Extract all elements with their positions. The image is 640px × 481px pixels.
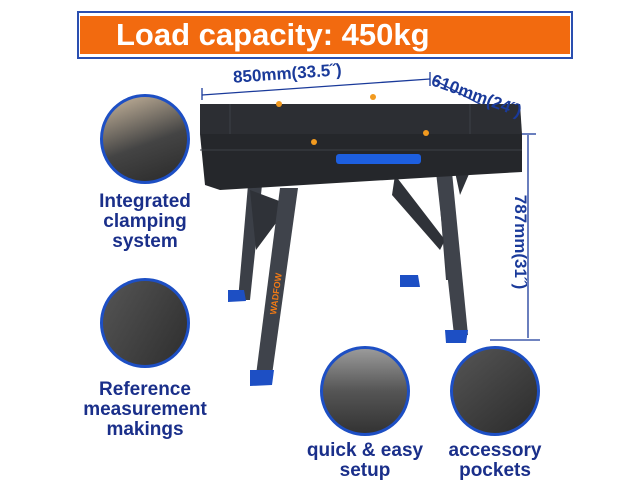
feature-label-accessory: accessory pockets (448, 440, 542, 481)
height-dimension: 787mm(31˝) (511, 194, 530, 290)
dimension-lines (201, 72, 540, 341)
carry-handle (336, 154, 421, 164)
feature-label-clamping: Integrated clamping system (99, 191, 191, 252)
accessory-photo (450, 346, 540, 436)
title-banner (77, 11, 573, 59)
banner-title: Load capacity: 450kg (116, 17, 430, 52)
clamping-photo (100, 94, 190, 184)
foot (250, 370, 274, 386)
setup-photo (320, 346, 410, 436)
front-left-leg (256, 188, 298, 375)
foot (445, 330, 468, 343)
front-right-leg (436, 172, 468, 335)
feature-label-measurement: Reference measurement makings (83, 379, 207, 440)
measurement-photo (100, 278, 190, 368)
feature-label-setup: quick & easy setup (306, 440, 424, 481)
table-top (200, 104, 522, 134)
right-brace (392, 175, 445, 250)
